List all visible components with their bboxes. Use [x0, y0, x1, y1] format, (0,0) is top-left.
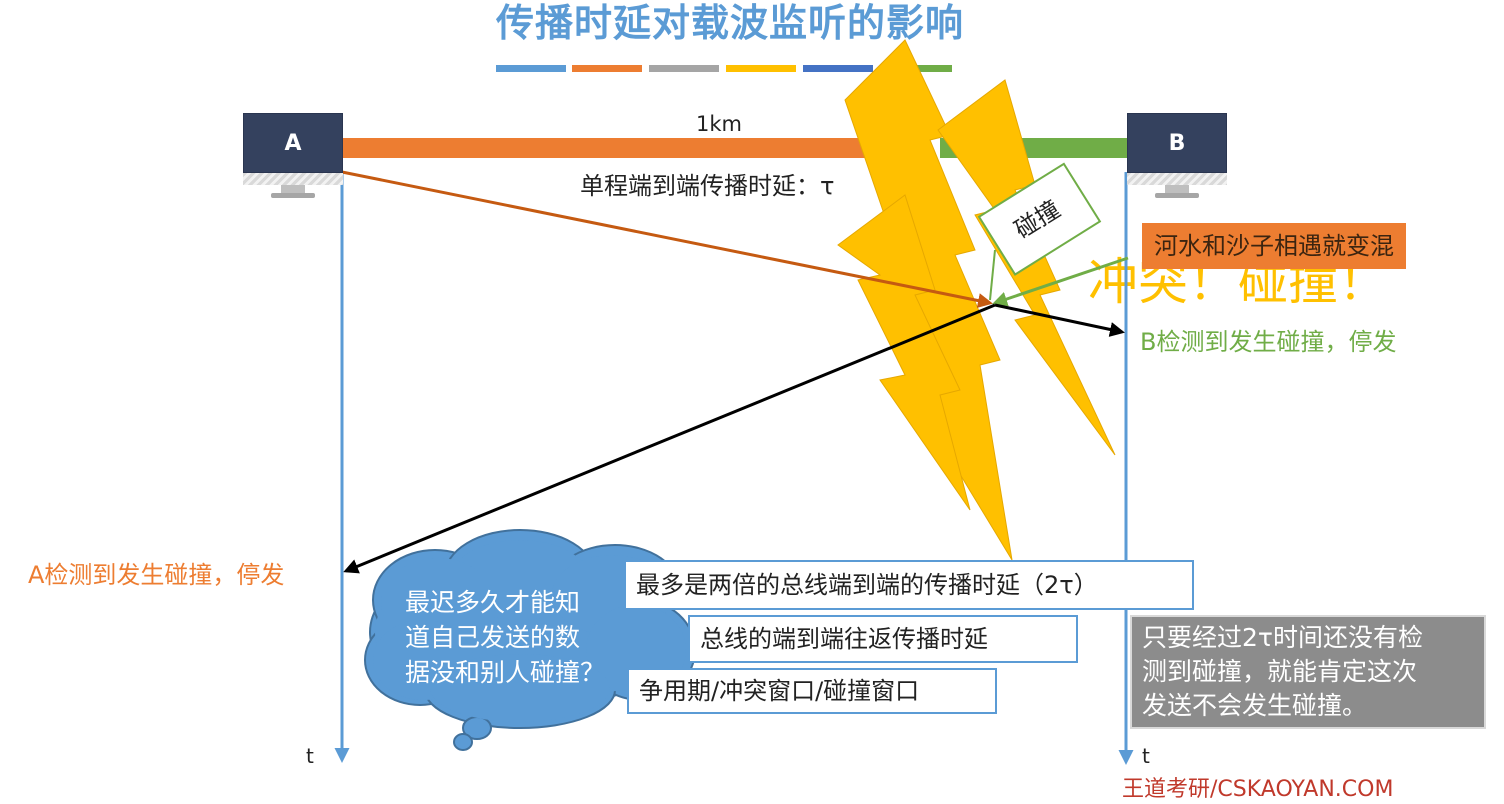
color-bar-darkblue: [803, 65, 873, 72]
grey-note: 只要经过2τ时间还没有检 测到碰撞，就能肯定这次 发送不会发生碰撞。: [1130, 615, 1486, 729]
color-bar-blue: [496, 65, 566, 72]
station-a-computer: A: [243, 113, 343, 201]
station-b-computer: B: [1127, 113, 1227, 201]
collision-callout: [977, 162, 1102, 276]
station-a-label: A: [243, 113, 343, 173]
orange-note: 河水和沙子相遇就变混: [1142, 223, 1406, 269]
answer-contention-window: 争用期/冲突窗口/碰撞窗口: [627, 668, 997, 714]
distance-label: 1km: [696, 112, 742, 136]
signal-bar-a: [342, 128, 912, 168]
time-axis-b-label: t: [1142, 744, 1150, 768]
cloud-question: 最迟多久才能知 道自己发送的数 据没和别人碰撞？: [405, 588, 606, 687]
one-way-delay-label: 单程端到端传播时延：τ: [580, 172, 835, 200]
color-bar-grey: [649, 65, 719, 72]
answer-two-tau: 最多是两倍的总线端到端的传播时延（2τ）: [624, 560, 1194, 610]
collision-to-b: [994, 303, 1125, 337]
page-title: 传播时延对载波监听的影响: [495, 1, 964, 45]
b-detect-label: B检测到发生碰撞，停发: [1140, 328, 1397, 356]
a-detect-label: A检测到发生碰撞，停发: [28, 561, 285, 589]
time-axis-a-label: t: [306, 744, 314, 768]
collision-to-a: [343, 303, 996, 574]
collision-callout-pointer: [989, 249, 996, 301]
signal-a-to-collision: [341, 170, 993, 308]
station-b-label: B: [1127, 113, 1227, 173]
color-bar-orange: [572, 65, 642, 72]
answer-round-trip: 总线的端到端往返传播时延: [688, 615, 1078, 663]
color-bar-yellow: [726, 65, 796, 72]
signal-b-to-collision: [992, 256, 1129, 307]
watermark: 王道考研/CSKAOYAN.COM: [1122, 777, 1394, 802]
